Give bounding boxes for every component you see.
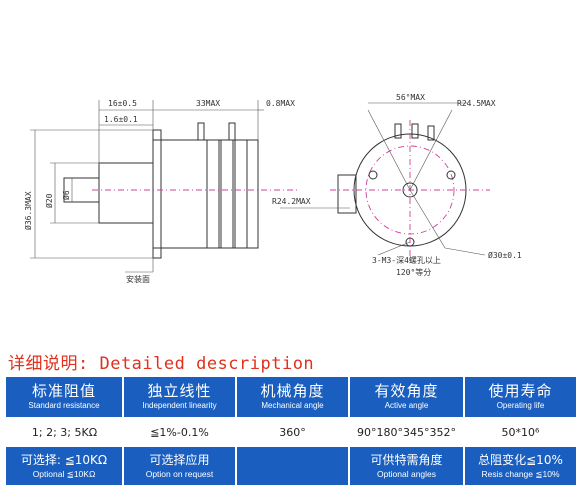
value-row: 1; 2; 3; 5KΩ ≦1%-0.1% 360° 90°180°345°35… [6,417,577,447]
shaft [63,177,100,203]
footer-cell: 可选择: ≦10KΩ Optional ≦10KΩ [6,447,124,485]
mount-face-label: 安装面 [126,274,150,284]
footer-cell: 可供特需角度 Optional angles [349,447,465,485]
dim-dia30: Ø30±0.1 [488,250,522,260]
dim-0-8: 0.8MAX [266,99,295,108]
value-cell: 1; 2; 3; 5KΩ [6,417,123,447]
bushing [98,162,154,224]
description-heading: 详细说明: Detailed description [8,354,315,374]
dim-dia20: Ø20 [44,193,54,208]
header-en: Operating life [496,401,545,410]
value-cell: 90°180°345°352° [349,417,464,447]
value-cell: 360° [236,417,349,447]
header-cn: 标准阻值 [31,382,96,400]
ring-2 [220,139,234,249]
footer-row: 可选择: ≦10KΩ Optional ≦10KΩ 可选择应用 Option on … [6,447,578,485]
dim-dia36: Ø36.3MAX [23,191,33,230]
header-en: Independent linearity [142,401,217,410]
header-cn: 使用寿命 [488,382,553,400]
footer-cn: 可选择应用 [149,453,210,467]
dim-33: 33MAX [196,99,220,108]
angle-note: 120°等分 [396,267,431,277]
dim-1-6: 1.6±0.1 [104,115,138,124]
footer-cell [236,447,350,485]
dim-56: 56°MAX [396,93,425,102]
footer-cell: 可选择应用 Option on request [123,447,237,485]
front-view: 56°MAX R24.5MAX R24.2MAX 3-M3-深4螺孔以上 Ø30… [272,93,522,277]
screw-hole-2 [446,170,456,180]
front-terminal-2 [411,123,419,139]
technical-drawing: 16±0.5 1.6±0.1 33MAX 0.8MAX Ø36.3MAX Ø20… [23,93,522,284]
ring-1 [206,139,220,249]
footer-en: Resis change ≦10% [481,469,560,479]
header-cn: 机械角度 [260,382,325,400]
footer-en: Option on request [145,469,214,479]
dim-r24-5: R24.5MAX [457,99,496,108]
value-cell: ≦1%-0.1% [123,417,236,447]
footer-cn: 可供特需角度 [370,453,443,467]
dim-r24-2: R24.2MAX [272,197,311,206]
screw-hole-1 [368,170,378,180]
side-view: 16±0.5 1.6±0.1 33MAX 0.8MAX Ø36.3MAX Ø20… [23,99,300,284]
footer-en: Optional ≦10KΩ [32,469,96,479]
header-en: Active angle [384,401,429,410]
dim-16: 16±0.5 [108,99,137,108]
footer-cn: 总阻变化≦10% [478,453,563,467]
clamp [337,174,357,214]
front-terminal-3 [427,125,435,141]
terminal-2 [228,122,236,141]
ring-3 [234,139,248,249]
front-terminal-1 [394,123,402,139]
screw-note: 3-M3-深4螺孔以上 [372,255,441,265]
dim-dia6: Ø6 [61,190,71,200]
footer-cell: 总阻变化≦10% Resis change ≦10% [464,447,578,485]
header-cn: 有效角度 [374,382,439,400]
body-outline [152,139,259,249]
value-cell: 50*10⁶ [464,417,577,447]
terminal-1 [197,122,205,141]
flange [152,129,162,259]
header-en: Standard resistance [28,401,100,410]
header-en: Mechanical angle [261,401,324,410]
header-cn: 独立线性 [147,382,212,400]
footer-en: Optional angles [376,469,437,479]
footer-cn: 可选择: ≦10KΩ [20,453,108,467]
